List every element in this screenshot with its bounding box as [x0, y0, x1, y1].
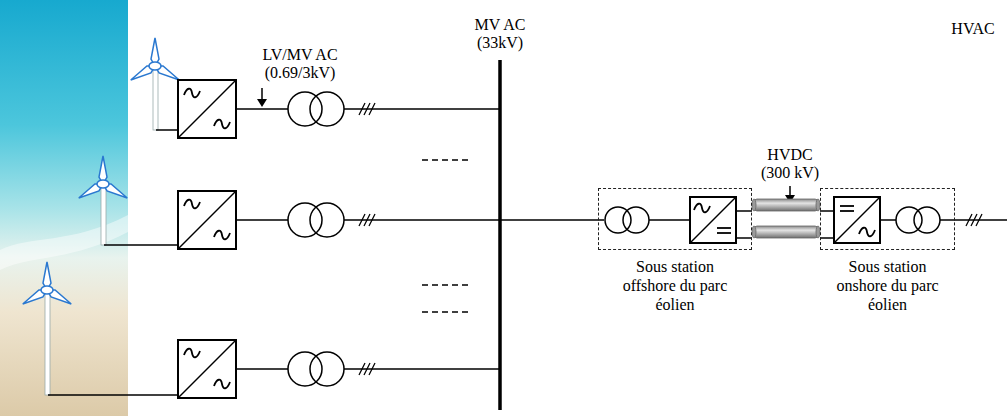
offshore-substation: Sous station offshore du parc éolien — [598, 188, 752, 250]
feeder — [178, 340, 500, 398]
hvdc-cable — [752, 226, 820, 238]
leader-arrow — [257, 88, 267, 107]
wind-turbine — [77, 156, 129, 245]
turbine-wire — [48, 130, 178, 395]
hvdc-cable — [752, 199, 820, 211]
feeder — [178, 80, 500, 138]
wind-turbine — [129, 38, 181, 130]
sea-photo — [0, 0, 128, 416]
more-feeders-dashes — [422, 160, 472, 312]
substation-caption: Sous station offshore du parc éolien — [609, 257, 741, 315]
voltage-label: HVDC (300 kV) — [754, 146, 826, 183]
voltage-label: MV AC (33kV) — [468, 16, 532, 53]
onshore-equipment — [820, 197, 1007, 243]
substation-caption: Sous station onshore du parc éolien — [822, 257, 954, 315]
offshore-equipment — [500, 197, 752, 243]
mv-busbar — [498, 60, 502, 410]
feeder — [178, 191, 500, 249]
voltage-label: LV/MV AC (0.69/3kV) — [252, 46, 348, 83]
wind-turbine — [21, 262, 73, 395]
onshore-substation: Sous station onshore du parc éolien — [820, 188, 955, 250]
network-label: HVAC — [943, 20, 1003, 38]
